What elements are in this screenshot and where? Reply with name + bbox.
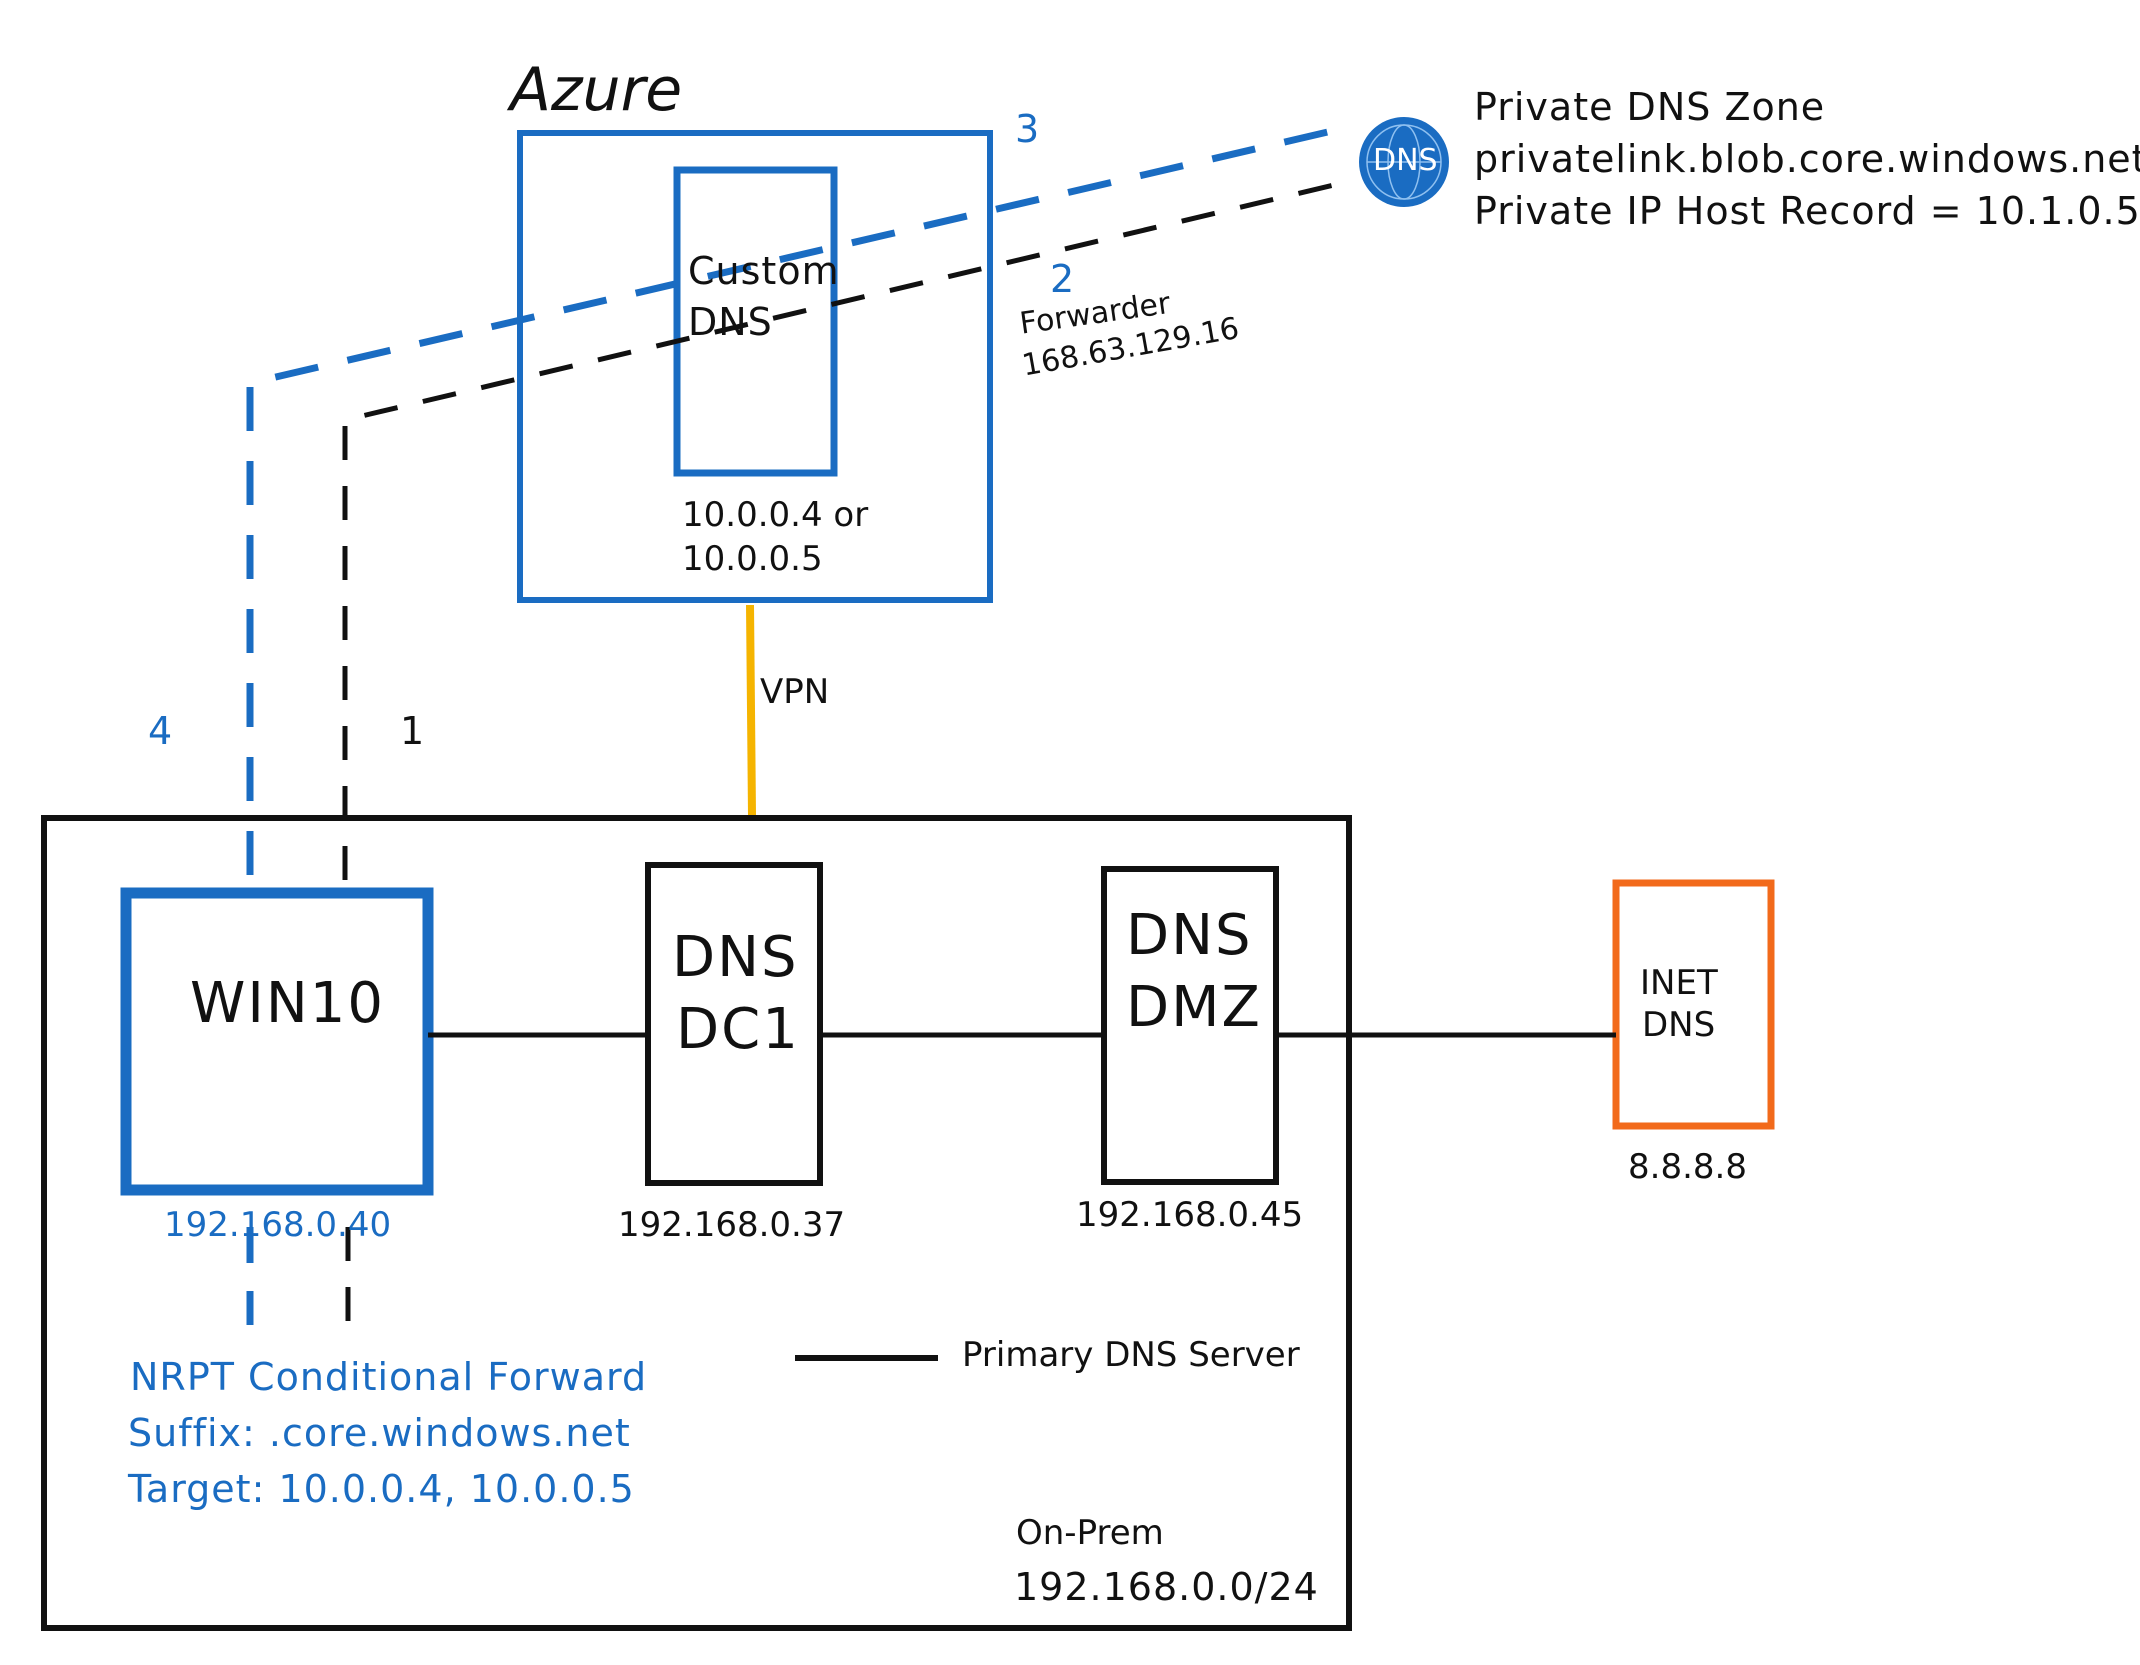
vpn-label: VPN [760, 672, 830, 712]
zone-info-line1: Private DNS Zone [1474, 85, 1826, 129]
inet-dns-label-line1: INET [1640, 963, 1718, 1003]
dns-dc1-label-line1: DNS [672, 925, 799, 990]
win10-label: WIN10 [190, 971, 386, 1036]
onprem-subnet: 192.168.0.0/24 [1014, 1565, 1319, 1609]
zone-info-line3: Private IP Host Record = 10.1.0.5 [1474, 189, 2140, 233]
dns-dmz-label-line2: DMZ [1126, 975, 1262, 1040]
step-2: 2 [1050, 257, 1076, 301]
custom-dns-label-line1: Custom [688, 249, 840, 293]
inet-dns-ip: 8.8.8.8 [1628, 1147, 1747, 1187]
dns-dmz-ip: 192.168.0.45 [1076, 1195, 1304, 1235]
onprem-box [41, 815, 1352, 1631]
azure-title: Azure [510, 55, 683, 125]
custom-dns-ip-line1: 10.0.0.4 or [682, 495, 869, 535]
win10-ip: 192.168.0.40 [164, 1205, 392, 1245]
onprem-label: On-Prem [1016, 1513, 1164, 1553]
step-4: 4 [148, 709, 174, 753]
dns-dmz-box [1101, 866, 1279, 1185]
dns-dc1-box [645, 862, 823, 1186]
nrpt-line1: NRPT Conditional Forward [130, 1355, 648, 1399]
nrpt-line3: Target: 10.0.0.4, 10.0.0.5 [128, 1467, 635, 1511]
custom-dns-box [673, 166, 838, 477]
dns-zone-icon-label: DNS [1373, 143, 1438, 178]
legend-primary-label: Primary DNS Server [962, 1335, 1300, 1375]
vpn-link [746, 604, 756, 816]
win10-box [120, 887, 434, 1196]
response-path-3-4 [246, 124, 1346, 875]
nrpt-line2: Suffix: .core.windows.net [128, 1411, 631, 1455]
inet-dns-box [1612, 879, 1775, 1130]
zone-info-line2: privatelink.blob.core.windows.net [1474, 137, 2140, 181]
inet-dns-label-line2: DNS [1642, 1005, 1716, 1045]
dns-dmz-label-line1: DNS [1126, 903, 1253, 968]
dns-dc1-label-line2: DC1 [676, 997, 800, 1062]
azure-box [517, 130, 993, 603]
step-1: 1 [400, 709, 426, 753]
step-3: 3 [1015, 107, 1041, 151]
query-path-1-2 [342, 177, 1356, 880]
custom-dns-label-line2: DNS [688, 300, 773, 344]
dns-dc1-ip: 192.168.0.37 [618, 1205, 846, 1245]
custom-dns-ip-line2: 10.0.0.5 [682, 539, 823, 579]
